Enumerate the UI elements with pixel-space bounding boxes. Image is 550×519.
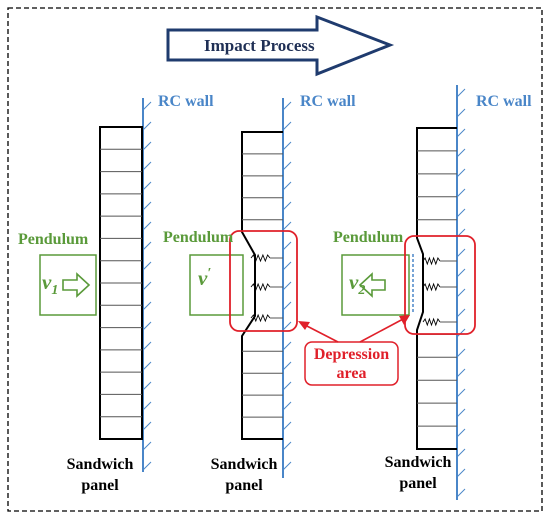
sandwich-panel-2 xyxy=(241,131,283,440)
sandwich-panel-3 xyxy=(412,127,457,450)
pendulum-label-1: Pendulum xyxy=(18,231,89,248)
hollow-left-arrow-icon xyxy=(358,272,386,298)
sandwich-panel-1 xyxy=(99,126,143,440)
depression-area-box-1 xyxy=(229,230,298,332)
rc-wall-label-3: RC wall xyxy=(476,93,532,110)
rc-wall-label-2: RC wall xyxy=(300,93,356,110)
dashed-frame xyxy=(7,7,543,512)
depression-label-box xyxy=(304,341,399,386)
spring-icon xyxy=(422,256,457,327)
pointer-line-1 xyxy=(302,323,339,343)
depression-area-box-2 xyxy=(404,235,476,335)
depression-area-label: Depression area xyxy=(313,346,390,382)
pointer-line-2 xyxy=(359,317,406,343)
rc-wall-label-1: RC wall xyxy=(158,93,214,110)
velocity-v2: v2 xyxy=(349,270,366,299)
hollow-right-arrow-icon xyxy=(62,272,91,298)
pendulum-block-2 xyxy=(189,254,244,316)
pointer-head-1 xyxy=(298,321,310,330)
velocity-v-prime: v′ xyxy=(198,266,212,290)
spring-icon xyxy=(250,253,283,323)
velocity-v1: v1 xyxy=(42,270,59,299)
pendulum-label-2: Pendulum xyxy=(163,229,234,246)
impact-process-arrow xyxy=(166,14,395,77)
pendulum-label-3: Pendulum xyxy=(333,229,404,246)
impact-process-title: Impact Process xyxy=(204,36,315,55)
pointer-head-2 xyxy=(399,315,410,325)
